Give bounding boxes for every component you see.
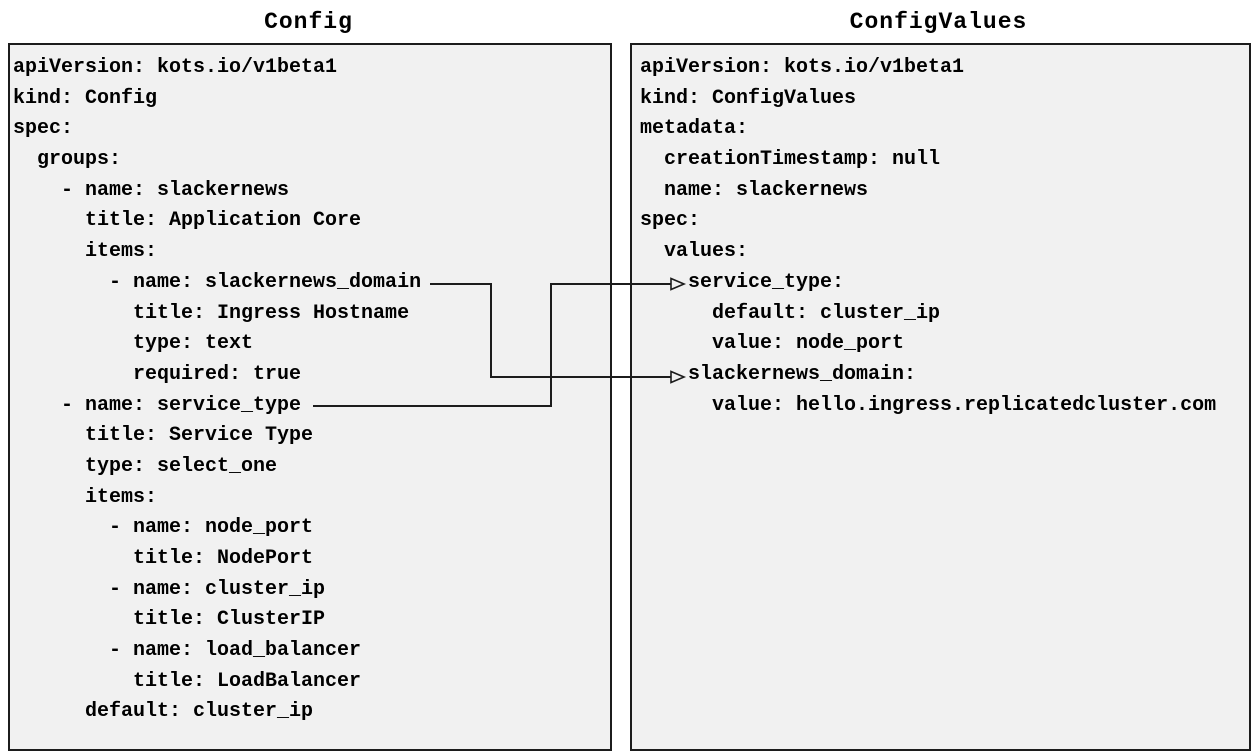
- code-line: groups:: [13, 148, 122, 172]
- code-line: - name: node_port: [13, 516, 314, 540]
- code-line: title: Service Type: [13, 424, 314, 448]
- code-line: value: node_port: [640, 332, 905, 356]
- code-line-service-type-value: service_type:: [640, 270, 845, 294]
- code-line: title: ClusterIP: [13, 608, 326, 632]
- code-line: title: LoadBalancer: [13, 669, 362, 693]
- code-line: name: slackernews: [640, 178, 869, 202]
- code-line: title: NodePort: [13, 547, 314, 570]
- code-line-slackernews-domain-value: slackernews_domain:: [640, 362, 917, 386]
- code-line: kind: ConfigValues: [640, 86, 857, 110]
- code-line: value: hello.ingress.replicatedcluster.c…: [640, 393, 1217, 417]
- code-line: type: text: [13, 332, 254, 356]
- code-line: - name: load_balancer: [13, 639, 362, 663]
- config-yaml-panel: apiVersion: kots.io/v1beta1 kind: Config…: [8, 43, 612, 751]
- configvalues-yaml-panel: apiVersion: kots.io/v1beta1 kind: Config…: [630, 43, 1251, 751]
- code-line: metadata:: [640, 117, 749, 141]
- code-line: title: Ingress Hostname: [13, 301, 410, 325]
- code-line: kind: Config: [13, 86, 158, 110]
- code-line: spec:: [640, 209, 701, 233]
- code-line: - name: cluster_ip: [13, 577, 326, 601]
- left-panel-title: Config: [264, 9, 353, 35]
- code-line: spec:: [13, 117, 74, 141]
- code-line: apiVersion: kots.io/v1beta1: [640, 56, 965, 79]
- code-line: values:: [640, 240, 749, 264]
- code-line: type: select_one: [13, 454, 278, 478]
- code-line-service-type: - name: service_type: [13, 393, 302, 417]
- right-panel-title: ConfigValues: [849, 9, 1028, 35]
- code-line: title: Application Core: [13, 209, 362, 233]
- code-line: default: cluster_ip: [640, 301, 941, 325]
- code-line: - name: slackernews: [13, 178, 290, 202]
- code-line-slackernews-domain: - name: slackernews_domain: [13, 270, 422, 294]
- code-line: required: true: [13, 362, 302, 386]
- code-line: items:: [13, 240, 158, 264]
- code-line: default: cluster_ip: [13, 700, 314, 724]
- code-line: items:: [13, 485, 158, 509]
- code-line: creationTimestamp: null: [640, 148, 941, 172]
- code-line: apiVersion: kots.io/v1beta1: [13, 56, 338, 79]
